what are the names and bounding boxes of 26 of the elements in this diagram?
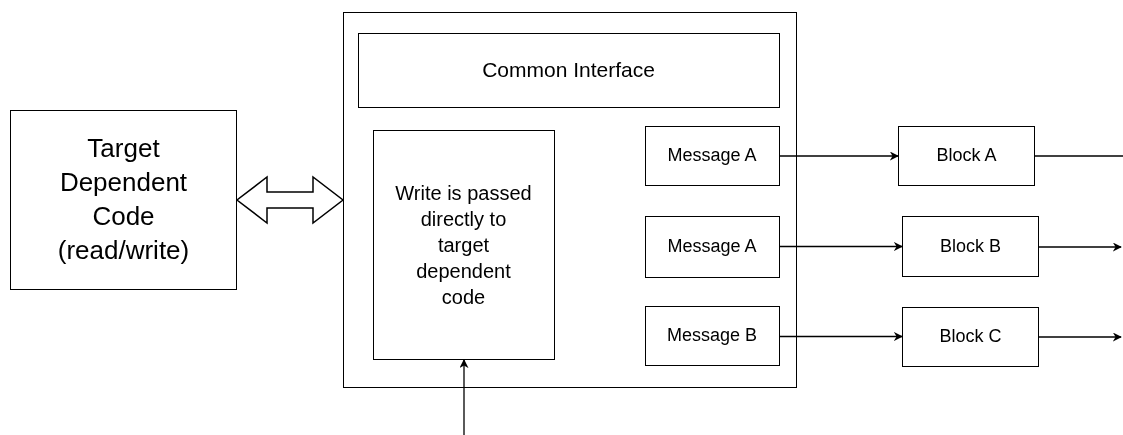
node-label: Message B	[665, 323, 758, 347]
process-box	[357, 32, 780, 108]
arrow	[779, 332, 903, 341]
process-box	[644, 125, 780, 186]
node-label: Target Dependent Code (read/write)	[56, 132, 191, 267]
process-box	[644, 305, 780, 366]
node-label: Block A	[935, 144, 998, 168]
arrow	[779, 151, 899, 161]
process-box	[902, 216, 1039, 277]
container-box	[343, 12, 797, 388]
node-label: Block B	[939, 234, 1002, 258]
process-box	[372, 129, 555, 360]
node-label: Write is passed directly to target dependent code	[394, 180, 533, 310]
process-box	[10, 110, 237, 290]
arrow	[779, 242, 903, 251]
arrow	[459, 359, 469, 435]
arrow	[1038, 332, 1122, 342]
node-label: Common Interface	[481, 57, 656, 84]
process-box	[898, 126, 1035, 186]
process-box	[644, 215, 780, 278]
node-label: Message A	[666, 234, 758, 258]
node-label: Block C	[938, 325, 1003, 349]
arrow	[1038, 242, 1122, 252]
double-block-arrow	[235, 175, 345, 225]
node-label: Message A	[666, 143, 758, 167]
process-box	[902, 307, 1039, 367]
